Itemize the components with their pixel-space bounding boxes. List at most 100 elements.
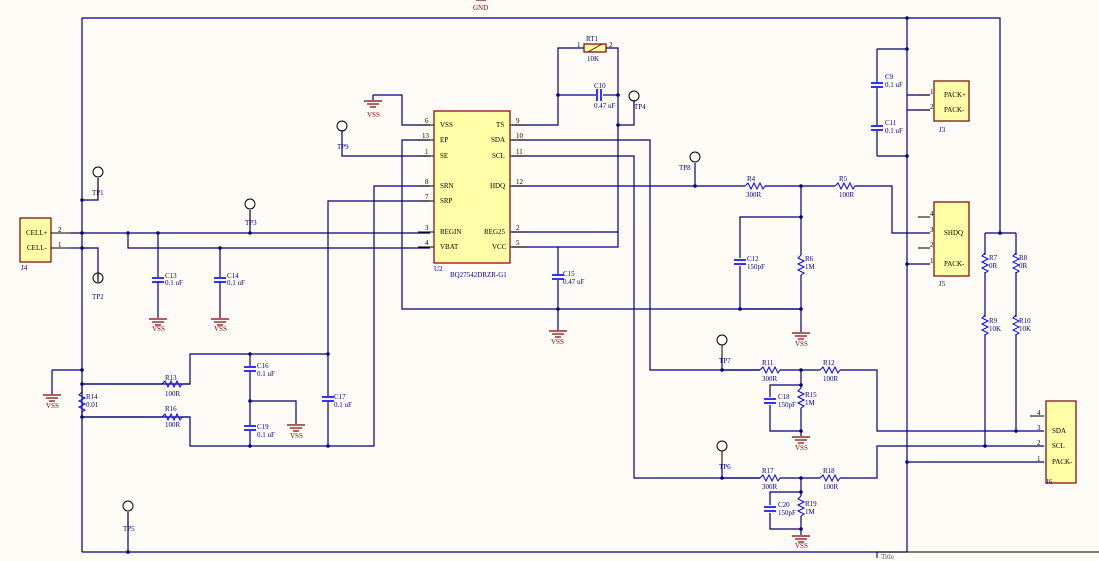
tp2-icon[interactable]: [92, 272, 104, 284]
c18-icon: [763, 398, 777, 404]
u2-pin-num-13: 13: [422, 132, 429, 140]
j3-pin-name-pack-minus: PACK-: [944, 106, 965, 114]
r17-icon: [759, 474, 781, 482]
r4-icon: [744, 182, 766, 190]
u2-pin-num-8: 8: [425, 178, 429, 186]
wires: [51, 17, 1044, 553]
u2-pin-name-vbat: VBAT: [440, 243, 459, 251]
c17-designator: C17: [334, 393, 346, 401]
c16-value: 0.1 uF: [257, 370, 275, 378]
j5-pin-num-1: 1: [930, 257, 934, 265]
r15-designator: R15: [805, 391, 817, 399]
r15-value: 1M: [805, 399, 815, 407]
u2-pin-name-regin: REGIN: [440, 228, 462, 236]
rt1-pin2: 2: [609, 41, 613, 49]
c19-icon: [243, 425, 257, 431]
r5-designator: R5: [839, 175, 848, 183]
c14-value: 0.1 uF: [227, 279, 245, 287]
tp7-icon[interactable]: [716, 334, 728, 346]
r11-designator: R11: [762, 359, 774, 367]
c14-icon: [213, 277, 227, 283]
tp5-label: TP5: [123, 525, 135, 533]
ic-u2[interactable]: [418, 110, 526, 264]
c13-value: 0.1 uF: [165, 279, 183, 287]
u2-pin-num-1: 1: [425, 148, 429, 156]
r18-icon: [819, 474, 841, 482]
tp1-icon[interactable]: [92, 166, 104, 178]
c14-designator: C14: [227, 272, 239, 280]
tp4-icon[interactable]: [628, 90, 640, 102]
u2-pin-num-4: 4: [425, 239, 429, 247]
r5-value: 100R: [839, 191, 855, 199]
vss-label: VSS: [46, 402, 59, 410]
c12-designator: C12: [747, 255, 759, 263]
c9-icon: [870, 82, 884, 88]
c18-designator: C18: [778, 393, 790, 401]
tp1-label: TP1: [92, 189, 104, 197]
vss-label: VSS: [551, 338, 564, 346]
c13-designator: C13: [165, 272, 177, 280]
c19-value: 0.1 uF: [257, 431, 275, 439]
tp5-icon[interactable]: [122, 500, 134, 512]
c12-value: 150pF: [747, 263, 765, 271]
r10-value: 10K: [1019, 325, 1032, 333]
u2-pin-name-ts: TS: [496, 121, 505, 129]
u2-pin-name-vss: VSS: [440, 121, 453, 129]
r9-value: 10K: [989, 325, 1002, 333]
vss-label: VSS: [152, 325, 165, 333]
j3-pin-num-1: 1: [930, 88, 934, 96]
rt1-pin1: 1: [577, 41, 581, 49]
tp4-label: TP4: [634, 103, 646, 111]
u2-pin-name-srp: SRP: [440, 197, 453, 205]
tp3-icon[interactable]: [244, 198, 256, 210]
connector-j6-body[interactable]: [1045, 400, 1077, 484]
r16-designator: R16: [165, 405, 177, 413]
pin-stubs: [60, 94, 1044, 525]
tp6-icon[interactable]: [716, 440, 728, 452]
u2-pin-name-scl: SCL: [492, 152, 505, 160]
vss-label: VSS: [290, 432, 303, 440]
tp9-icon[interactable]: [336, 120, 348, 132]
connector-j4-body[interactable]: [19, 217, 52, 263]
r15-icon: [797, 387, 805, 409]
tp8-icon[interactable]: [689, 151, 701, 163]
u2-pin-num-9: 9: [516, 117, 520, 125]
j4-pin-num-2: 2: [58, 226, 62, 234]
gnd-label: GND: [473, 4, 488, 12]
c16-icon: [243, 366, 257, 372]
j6-pin-name-pack-minus: PACK-: [1052, 458, 1073, 466]
r16-value: 100R: [165, 421, 181, 429]
u2-part-number: BQ27542DRZR-G1: [450, 271, 507, 279]
thermistor-rt1[interactable]: RT1 10K 1 2: [577, 35, 613, 63]
title-label: Title: [881, 553, 894, 561]
c16-designator: C16: [257, 362, 269, 370]
c10-designator: C10: [594, 82, 606, 90]
r14-designator: R14: [86, 393, 98, 401]
c17-icon: [321, 396, 335, 402]
r18-value: 100R: [823, 483, 839, 491]
r7-designator: R7: [989, 254, 998, 262]
c20-icon: [763, 506, 777, 512]
r12-icon: [819, 366, 841, 374]
j5-pin-num-3: 3: [930, 226, 934, 234]
c18-value: 150pF: [778, 401, 796, 409]
j3-pin-name-pack-plus: PACK+: [944, 91, 966, 99]
j6-pin-num-3: 3: [1037, 424, 1041, 432]
r13-designator: R13: [165, 374, 177, 382]
j5-pin-name-shdq: SHDQ: [944, 229, 964, 237]
vss-label: VSS: [795, 340, 808, 348]
r5-icon: [834, 182, 856, 190]
r7-value: 0R: [989, 262, 998, 270]
r14-value: 0.01: [86, 401, 99, 409]
u2-pin-name-hdq: HDQ: [490, 182, 506, 190]
r8-value: 0R: [1019, 262, 1028, 270]
r11-icon: [759, 366, 781, 374]
tp8-label: TP8: [679, 164, 691, 172]
connector-j5-body[interactable]: [933, 201, 970, 277]
junctions: [80, 16, 1018, 554]
j5-pin-name-pack-minus: PACK-: [944, 260, 965, 268]
connector-j3-body[interactable]: [933, 80, 970, 122]
j6-pin-num-2: 2: [1037, 439, 1041, 447]
u2-pin-num-7: 7: [425, 193, 429, 201]
tp2-label: TP2: [92, 293, 104, 301]
